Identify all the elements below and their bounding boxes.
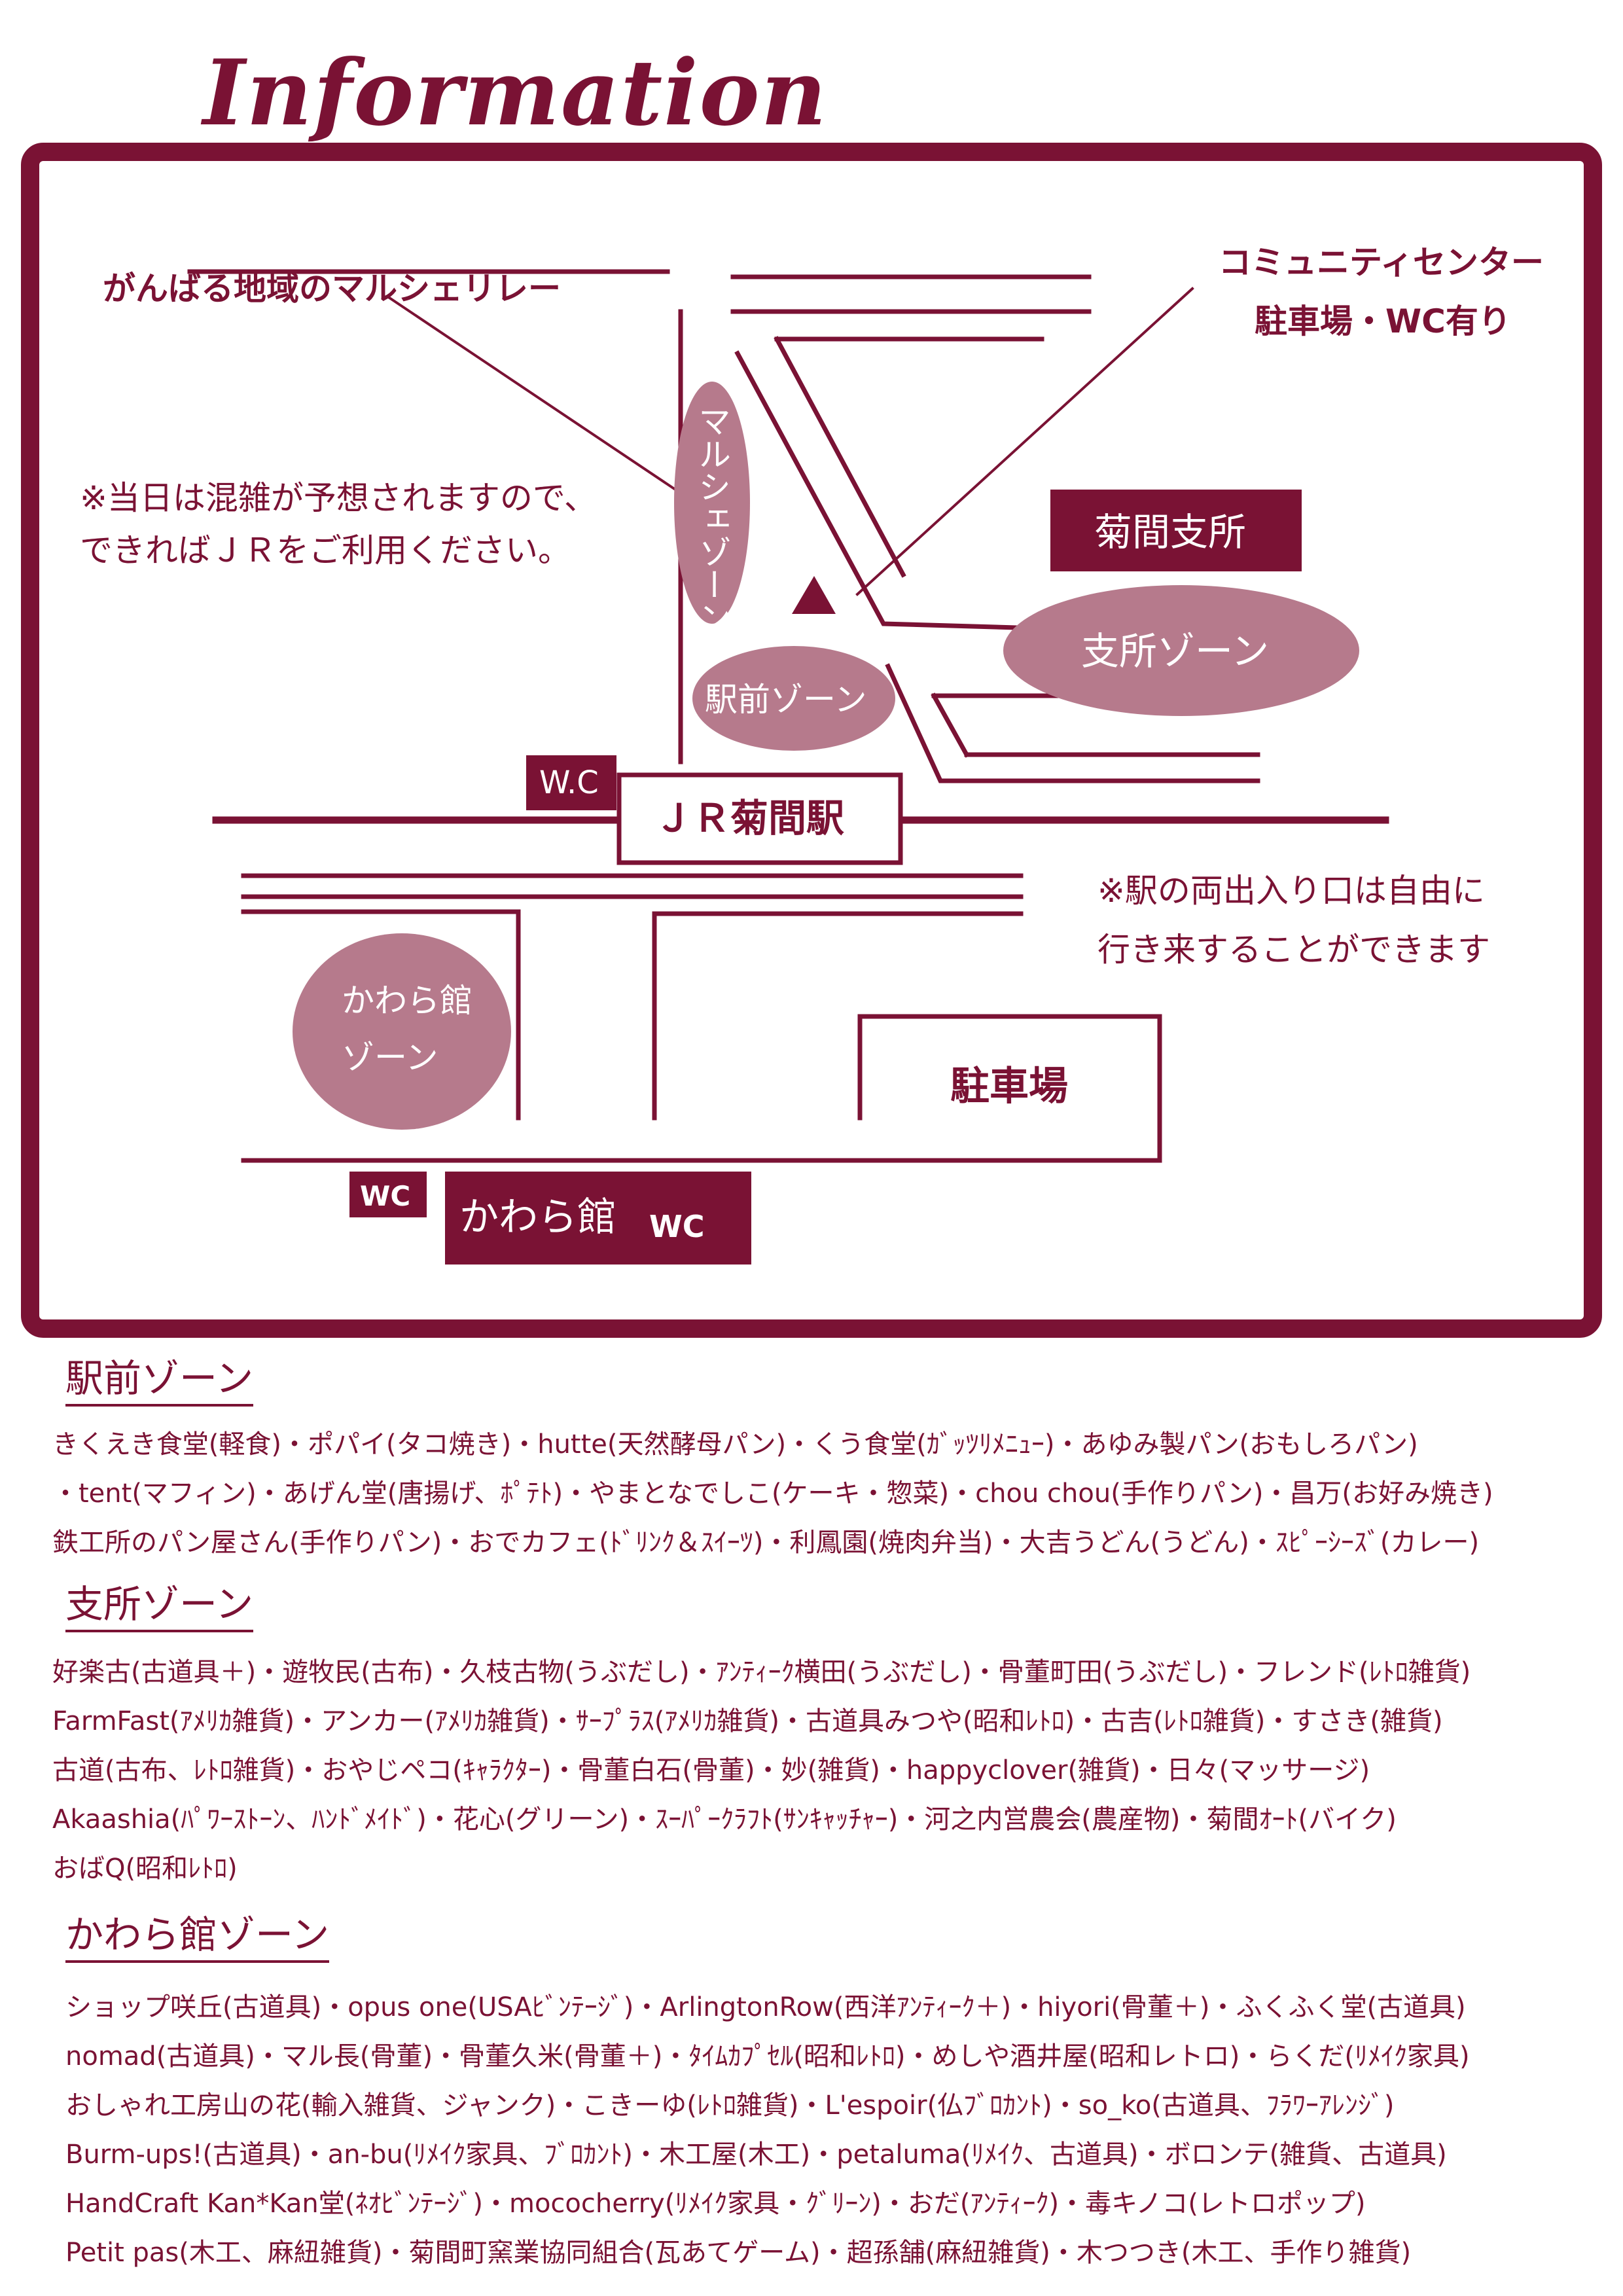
station-zone-label: 駅前ゾーン xyxy=(705,681,867,719)
road-lower-diag xyxy=(885,663,1260,783)
marche-zone-label: マルシェゾーン xyxy=(693,404,731,634)
pointer-relay xyxy=(385,295,677,492)
wc-small-label: WC xyxy=(360,1180,410,1212)
list-item: Petit pas(木工、麻紐雑貨)・菊間町窯業協同組合(瓦あてゲーム)・超孫舗… xyxy=(65,2238,1412,2268)
kikuma-branch-label: 菊間支所 xyxy=(1094,510,1246,554)
list-item: FarmFast(ｱﾒﾘｶ雑貨)・アンカー(ｱﾒﾘｶ雑貨)・ｻｰﾌﾟﾗｽ(ｱﾒﾘ… xyxy=(52,1706,1443,1736)
section-heading-station: 駅前ゾーン xyxy=(65,1357,254,1407)
kawarakan-box xyxy=(445,1172,751,1265)
station-label: ＪＲ菊間駅 xyxy=(654,796,844,840)
wc-small-box xyxy=(349,1172,427,1217)
area-map: がんばる地域のマルシェリレー コミュニティセンター 駐車場・WC有り ※当日は混… xyxy=(21,143,1602,1338)
wc-station-label: W.C xyxy=(539,764,599,801)
kawarakan-zone-label-1: かわら館 xyxy=(342,982,473,1020)
community-center-marker xyxy=(792,576,836,614)
list-item: 鉄工所のパン屋さん(手作りパン)・おでカフェ(ﾄﾞﾘﾝｸ＆ｽｲｰﾂ)・利鳳園(焼… xyxy=(52,1528,1480,1558)
list-item: nomad(古道具)・マル長(骨董)・骨董久米(骨董＋)・ﾀｲﾑｶﾌﾟｾﾙ(昭和… xyxy=(65,2041,1470,2072)
pointer-community xyxy=(855,287,1194,596)
crowd-note-2: できればＪＲをご利用ください。 xyxy=(80,531,571,569)
list-item: HandCraft Kan*Kan堂(ﾈｵﾋﾞﾝﾃｰｼﾞ)・mococherry… xyxy=(65,2189,1366,2219)
kikuma-branch-box xyxy=(1050,490,1302,571)
section-body-kawarakan: ショップ咲丘(古道具)・opus one(USAﾋﾞﾝﾃｰｼﾞ)・Arlingt… xyxy=(65,1983,1597,2278)
list-item: おばQ(昭和ﾚﾄﾛ) xyxy=(52,1854,238,1884)
exit-note-2: 行き来することができます xyxy=(1097,931,1490,969)
kawarakan-zone-label-2: ゾーン xyxy=(342,1039,438,1077)
section-heading-kawarakan: かわら館ゾーン xyxy=(65,1914,330,1963)
wc-station-box xyxy=(526,755,616,810)
list-item: 古道(古布、ﾚﾄﾛ雑貨)・おやじペコ(ｷｬﾗｸﾀｰ)・骨董白石(骨董)・妙(雑貨… xyxy=(52,1755,1370,1785)
section-body-branch: 好楽古(古道具＋)・遊牧民(古布)・久枝古物(うぶだし)・ｱﾝﾃｨｰｸ横田(うぶ… xyxy=(52,1648,1584,1893)
section-body-station: きくえき食堂(軽食)・ポパイ(タコ焼き)・hutte(天然酵母パン)・くう食堂(… xyxy=(52,1420,1584,1568)
list-item: おしゃれ工房山の花(輸入雑貨、ジャンク)・こきーゆ(ﾚﾄﾛ雑貨)・L'espoi… xyxy=(65,2090,1395,2121)
road-diagonal-2b xyxy=(774,336,906,578)
station-zone xyxy=(692,646,895,751)
community-center-label: コミュニティセンター xyxy=(1219,243,1544,281)
marche-zone xyxy=(674,382,750,624)
branch-zone-label: 支所ゾーン xyxy=(1081,629,1269,673)
branch-zone xyxy=(1003,585,1359,716)
crowd-note-1: ※当日は混雑が予想されますので、 xyxy=(80,479,597,517)
list-item: Burm-ups!(古道具)・an-bu(ﾘﾒｲｸ家具、ﾌﾞﾛｶﾝﾄ)・木工屋(… xyxy=(65,2140,1447,2170)
community-parking-label: 駐車場・WC有り xyxy=(1255,302,1511,340)
kawarakan-block xyxy=(241,909,521,1121)
kawarakan-zone xyxy=(293,933,511,1130)
list-item: 好楽古(古道具＋)・遊牧民(古布)・久枝古物(うぶだし)・ｱﾝﾃｨｰｸ横田(うぶ… xyxy=(52,1657,1471,1687)
exit-note-1: ※駅の両出入り口は自由に xyxy=(1097,872,1485,910)
parking-label: 駐車場 xyxy=(950,1064,1068,1109)
station-box xyxy=(616,772,903,865)
list-item: ショップ咲丘(古道具)・opus one(USAﾋﾞﾝﾃｰｼﾞ)・Arlingt… xyxy=(65,1992,1466,2022)
relay-label: がんばる地域のマルシェリレー xyxy=(103,270,561,308)
page-title: Information xyxy=(203,39,828,146)
kawarakan-wc-label: WC xyxy=(649,1209,705,1244)
list-item: きくえき食堂(軽食)・ポパイ(タコ焼き)・hutte(天然酵母パン)・くう食堂(… xyxy=(52,1429,1418,1460)
center-block xyxy=(652,911,1024,1121)
road-lower-diag-2b xyxy=(931,692,970,758)
section-heading-branch: 支所ゾーン xyxy=(65,1583,254,1632)
kawarakan-label: かわら館 xyxy=(459,1194,616,1240)
list-item: ・tent(マフィン)・あげん堂(唐揚げ、ﾎﾟﾃﾄ)・やまとなでしこ(ケーキ・惣… xyxy=(52,1479,1493,1509)
list-item: Akaashia(ﾊﾟﾜｰｽﾄｰﾝ、ﾊﾝﾄﾞﾒｲﾄﾞ)・花心(グリーン)・ｽｰﾊ… xyxy=(52,1804,1397,1835)
